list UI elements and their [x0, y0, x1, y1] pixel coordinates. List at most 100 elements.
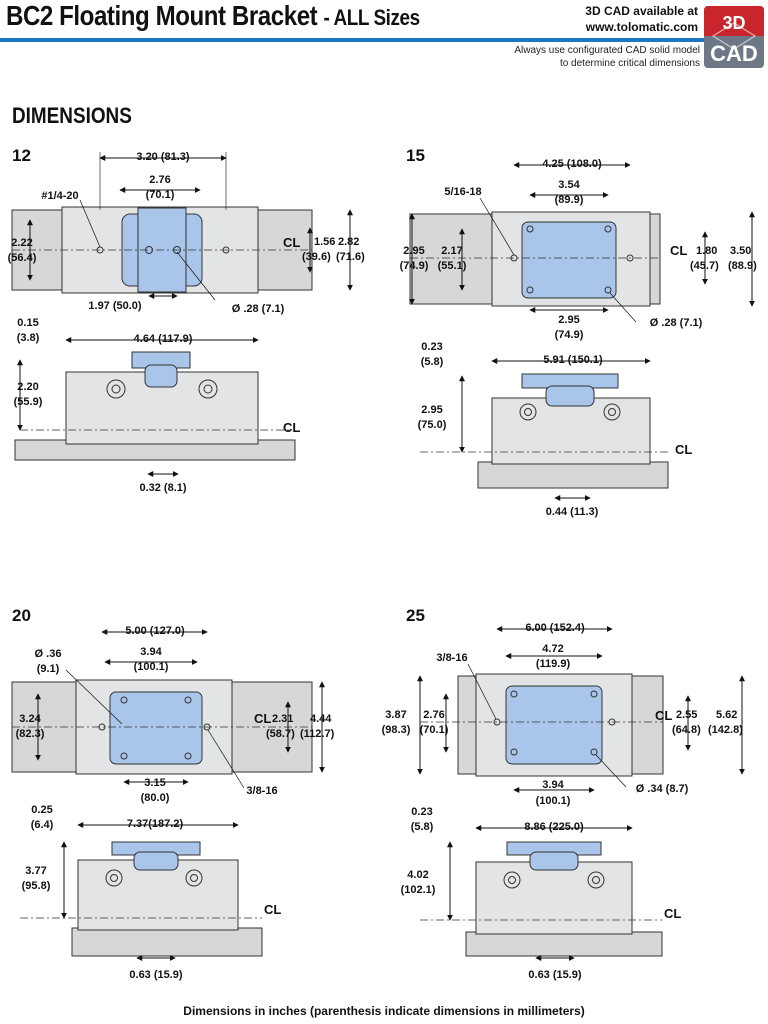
bracket-20-top — [109, 691, 203, 765]
dim-12-gap: 0.32 (8.1) — [139, 482, 186, 494]
cl-15-side: CL — [675, 442, 692, 457]
dim-20-overall-width: 5.00 (127.0) — [125, 625, 185, 637]
dim-20-offset: 0.25 — [31, 804, 52, 816]
title-rule — [0, 38, 705, 42]
logo-top-text: 3D — [722, 13, 745, 33]
dim-12-offset: 0.15 — [17, 317, 38, 329]
dim-25-inner-width: 4.72 — [542, 643, 563, 655]
dim-25-right-outer: 5.62 — [716, 709, 737, 721]
rail-20-side — [71, 927, 263, 957]
dim-15-inner-width-mm: (89.9) — [555, 194, 584, 206]
dim-25-offset: 0.23 — [411, 806, 432, 818]
dim-25-height: 4.02 — [407, 869, 428, 881]
carriage-15-side — [491, 397, 651, 465]
dim-15-left-inner: 2.17 — [441, 245, 462, 257]
size-label-15: 15 — [406, 146, 425, 165]
dim-12-height-mm: (55.9) — [14, 396, 43, 408]
dim-25-hole-spacing: 3.94 — [542, 779, 564, 791]
dim-15-overall-width: 4.25 (108.0) — [542, 158, 602, 170]
dim-25-right-outer-mm: (142.8) — [708, 724, 743, 736]
size-15-top-view: 4.25 (108.0) 3.54 (89.9) 5/16-18 2.95 (7… — [400, 158, 757, 341]
dim-20-height-mm: (95.8) — [22, 880, 51, 892]
size-20-top-view: 5.00 (127.0) 3.94 (100.1) Ø .36 (9.1) 3.… — [11, 625, 335, 804]
dim-15-right-outer: 3.50 — [730, 245, 751, 257]
dim-12-length: 4.64 (117.9) — [134, 333, 193, 345]
dim-15-length: 5.91 (150.1) — [543, 354, 603, 366]
section-title: DIMENSIONS — [12, 103, 132, 128]
dim-15-left-outer-mm: (74.9) — [400, 260, 429, 272]
dim-20-length: 7.37(187.2) — [127, 818, 184, 830]
dim-15-hole: Ø .28 (7.1) — [650, 317, 703, 329]
title-main: BC2 Floating Mount Bracket — [6, 0, 318, 31]
page-title: BC2 Floating Mount Bracket - ALL Sizes — [6, 0, 420, 32]
footer-note: Dimensions in inches (parenthesis indica… — [183, 1004, 585, 1018]
bracket-15-top — [521, 221, 617, 299]
dim-25-offset-mm: (5.8) — [411, 821, 434, 833]
dim-12-right-inner: 1.56 — [314, 236, 335, 248]
dim-15-right-inner: 1.80 — [696, 245, 717, 257]
dim-15-right-outer-mm: (88.9) — [728, 260, 757, 272]
dim-20-hole: Ø .36 — [35, 648, 62, 660]
dim-12-overall-width: 3.20 (81.3) — [136, 151, 190, 163]
dim-25-left-outer-mm: (98.3) — [382, 724, 411, 736]
cl-15-top: CL — [670, 243, 687, 258]
dim-15-thread: 5/16-18 — [444, 186, 481, 198]
size-25-top-view: 6.00 (152.4) 4.72 (119.9) 3/8-16 3.94 (1… — [382, 622, 745, 807]
page-header: BC2 Floating Mount Bracket - ALL Sizes 3… — [0, 0, 768, 90]
cl-20-side: CL — [264, 902, 281, 917]
dim-15-gap: 0.44 (11.3) — [546, 506, 599, 518]
dim-25-hole-spacing-mm: (100.1) — [536, 795, 571, 807]
dim-20-left-height: 3.24 — [19, 713, 41, 725]
dim-12-right-outer: 2.82 — [338, 236, 359, 248]
cad-logo-icon[interactable]: 3D CAD — [703, 5, 765, 69]
size-25-side-view: 8.86 (225.0) 0.23 (5.8) 4.02 (102.1) CL … — [401, 806, 682, 981]
dim-25-inner-width-mm: (119.9) — [536, 658, 571, 670]
dim-20-right-inner: 2.31 — [272, 713, 293, 725]
size-15-side-view: 5.91 (150.1) 0.23 (5.8) 2.95 (75.0) CL 0… — [418, 341, 693, 518]
dim-25-length: 8.86 (225.0) — [524, 821, 584, 833]
dim-15-right-inner-mm: (45.7) — [690, 260, 719, 272]
dim-25-gap: 0.63 (15.9) — [528, 969, 582, 981]
rail-15-side — [477, 461, 669, 489]
dim-15-left-inner-mm: (55.1) — [438, 260, 467, 272]
dim-15-hole-spacing-mm: (74.9) — [555, 329, 584, 341]
dim-15-height: 2.95 — [421, 404, 442, 416]
dim-25-right-inner: 2.55 — [676, 709, 697, 721]
dim-25-hole: Ø .34 (8.7) — [636, 783, 689, 795]
dim-12-left-height: 2.22 — [11, 237, 32, 249]
dim-25-overall-width: 6.00 (152.4) — [525, 622, 585, 634]
dim-12-height: 2.20 — [17, 381, 38, 393]
cad-note-line2: to determine critical dimensions — [559, 58, 700, 69]
dim-15-inner-width: 3.54 — [558, 179, 580, 191]
carriage-25-side — [475, 861, 633, 935]
dim-20-hole-mm: (9.1) — [37, 663, 60, 675]
cad-availability-text: 3D CAD available at — [585, 4, 698, 18]
dim-12-left-height-mm: (56.4) — [8, 252, 37, 264]
cl-12-top: CL — [283, 235, 300, 250]
cl-25-side: CL — [664, 906, 681, 921]
dim-25-left-outer: 3.87 — [385, 709, 406, 721]
dim-20-right-outer-mm: (112.7) — [300, 728, 335, 740]
dim-25-right-inner-mm: (64.8) — [672, 724, 701, 736]
dim-20-thread: 3/8-16 — [246, 785, 277, 797]
size-label-25: 25 — [406, 606, 425, 625]
dim-20-right-inner-mm: (58.7) — [266, 728, 295, 740]
dim-20-left-height-mm: (82.3) — [16, 728, 45, 740]
dim-20-inner-width-mm: (100.1) — [134, 661, 169, 673]
dim-20-right-outer: 4.44 — [310, 713, 332, 725]
size-12-top-view: 3.20 (81.3) 2.76 (70.1) #1/4-20 Ø .28 (7… — [8, 151, 365, 315]
dim-12-thread: #1/4-20 — [41, 190, 78, 202]
dim-20-hole-spacing-mm: (80.0) — [141, 792, 170, 804]
dim-25-height-mm: (102.1) — [401, 884, 436, 896]
dim-15-offset: 0.23 — [421, 341, 442, 353]
dim-25-left-inner-mm: (70.1) — [420, 724, 449, 736]
bracket-25-top — [505, 685, 603, 765]
dim-15-left-outer: 2.95 — [403, 245, 424, 257]
dim-20-inner-width: 3.94 — [140, 646, 162, 658]
dim-25-left-inner: 2.76 — [423, 709, 444, 721]
website-link[interactable]: www.tolomatic.com — [585, 20, 698, 34]
dim-12-right-outer-mm: (71.6) — [336, 251, 365, 263]
dim-12-hole: Ø .28 (7.1) — [232, 303, 285, 315]
dim-20-gap: 0.63 (15.9) — [129, 969, 183, 981]
